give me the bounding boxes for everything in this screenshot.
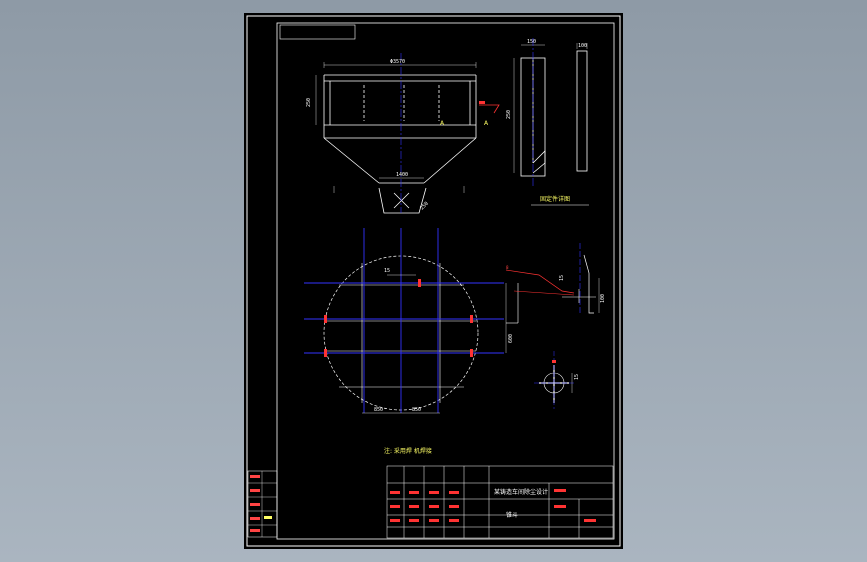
dim-top-width: Φ3570 — [390, 59, 405, 65]
plan-view — [304, 228, 519, 414]
side-detail-view — [513, 43, 589, 206]
bracket-detail — [505, 243, 600, 314]
dim-slope: 250 — [419, 201, 430, 212]
dim-plan-850-right: 850 — [412, 407, 421, 413]
part-name: 锥斗 — [506, 511, 518, 519]
drawing-sheet: Φ3570 250 1400 250 A A 150 100 250 固定件详图 — [244, 13, 623, 549]
dim-side-height: 250 — [506, 110, 512, 119]
weld-mark: 8 — [506, 265, 509, 270]
section-label-right: A — [484, 120, 489, 127]
front-view — [315, 62, 477, 214]
inner-border — [276, 22, 615, 540]
dim-bottom-width: 1400 — [396, 172, 408, 178]
dim-detail-15: 15 — [559, 275, 565, 281]
dim-plan-side: 600 — [508, 334, 514, 343]
section-arrow — [479, 104, 500, 114]
section-label-left: A — [440, 120, 445, 127]
dim-top-height: 250 — [306, 98, 312, 107]
title-block-marks — [390, 489, 596, 522]
margin-table — [247, 470, 278, 538]
cross-section — [534, 351, 574, 409]
bottom-note: 注: 采用焊 机焊接 — [384, 447, 432, 455]
dim-plan-15: 15 — [384, 268, 390, 274]
dim-side-width2: 100 — [578, 43, 587, 49]
dim-bottom-15: 15 — [574, 374, 580, 380]
product-name: 某铸造车间除尘设计 — [494, 488, 548, 496]
outer-border — [246, 15, 621, 547]
dim-side-width: 150 — [527, 39, 536, 45]
cad-drawing: Φ3570 250 1400 250 A A 150 100 250 固定件详图 — [246, 15, 621, 547]
stamp-box — [279, 24, 356, 40]
dim-detail-100: 100 — [600, 294, 606, 303]
dim-plan-850-left: 850 — [374, 407, 383, 413]
title-block — [386, 465, 614, 539]
side-view-caption: 固定件详图 — [540, 195, 570, 203]
